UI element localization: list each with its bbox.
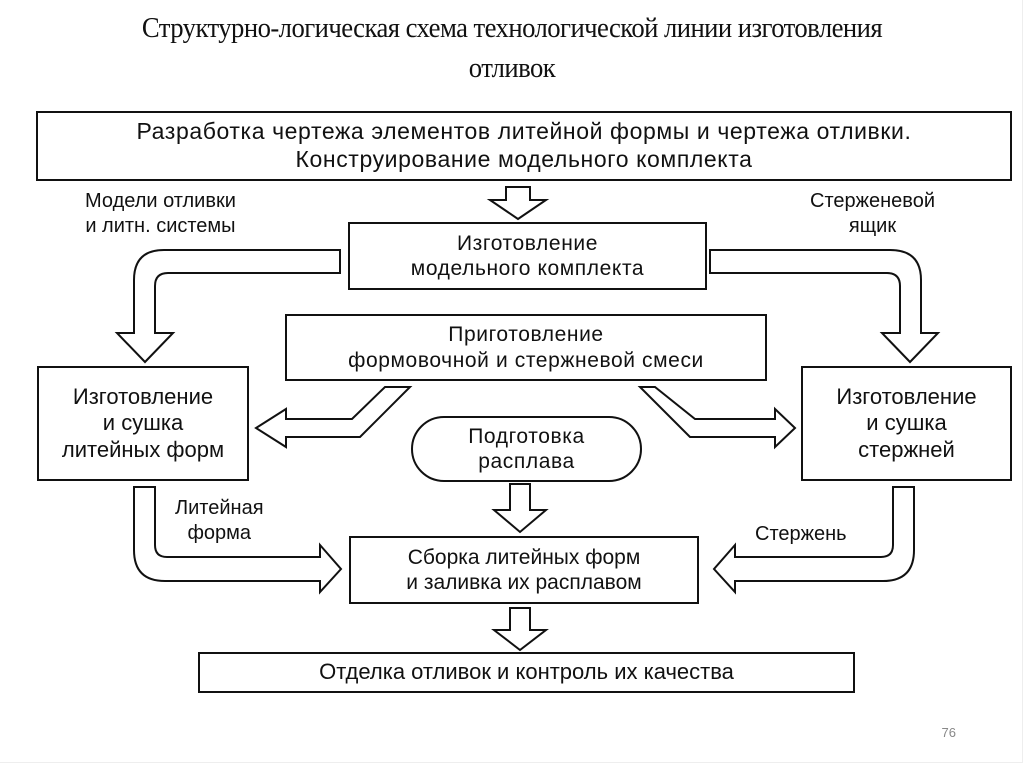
label-core: Стержень <box>755 522 847 547</box>
box-model-kit: Изготовление модельного комплекта <box>348 222 707 290</box>
label-models-line1: Модели отливки <box>85 190 236 212</box>
box-cores-line3: стержней <box>858 436 955 462</box>
arrow-design-to-modelkit <box>486 186 550 221</box>
label-core-line1: Стержень <box>755 523 847 545</box>
box-cores: Изготовление и сушка стержней <box>801 366 1012 481</box>
label-core-box-line2: ящик <box>848 215 897 237</box>
box-molds-line3: литейных форм <box>61 436 225 462</box>
box-molds-line1: Изготовление <box>72 383 214 409</box>
label-mold-line2: форма <box>187 522 252 544</box>
slide-title-line2: отливок <box>468 52 556 84</box>
box-melt: Подготовка расплава <box>411 416 642 482</box>
slide-title-line1: Структурно-логическая схема технологичес… <box>141 12 883 44</box>
label-mold-line1: Литейная <box>175 497 264 519</box>
arrow-cores-to-assembly <box>712 486 915 595</box>
arrow-modelkit-to-molds <box>114 249 341 364</box>
box-assembly-line1: Сборка литейных форм <box>407 545 641 569</box>
box-assembly: Сборка литейных форм и заливка их распла… <box>349 536 699 604</box>
label-models-line2: и литн. системы <box>85 215 236 237</box>
box-mixture-line2: формовочной и стержневой смеси <box>348 348 704 372</box>
box-mixture-line1: Приготовление <box>448 323 604 347</box>
box-melt-line1: Подготовка <box>468 424 585 448</box>
label-core-box-line1: Стерженевой <box>810 190 935 212</box>
box-melt-line2: расплава <box>478 450 575 473</box>
label-core-box: Стерженевой ящик <box>810 189 935 239</box>
box-design: Разработка чертежа элементов литейной фо… <box>36 111 1012 181</box>
arrow-mixture-to-molds <box>254 386 413 449</box>
box-mixture: Приготовление формовочной и стержневой с… <box>285 314 767 381</box>
box-model-kit-line2: модельного комплекта <box>410 257 645 280</box>
arrow-modelkit-to-cores <box>709 249 941 364</box>
page-number: 76 <box>941 725 956 740</box>
arrow-molds-to-assembly <box>133 486 343 595</box>
box-finishing: Отделка отливок и контроль их качества <box>198 652 855 693</box>
box-model-kit-line1: Изготовление <box>456 231 598 255</box>
arrow-assembly-to-finishing <box>491 607 549 652</box>
box-cores-line2: и сушка <box>866 410 947 436</box>
box-molds-line2: и сушка <box>102 410 184 436</box>
arrow-melt-to-assembly <box>491 483 549 534</box>
arrow-mixture-to-cores <box>637 386 797 450</box>
box-molds: Изготовление и сушка литейных форм <box>37 366 249 481</box>
box-assembly-line2: и заливка их расплавом <box>406 571 642 594</box>
label-models: Модели отливки и литн. системы <box>85 189 236 239</box>
box-cores-line1: Изготовление <box>836 383 977 409</box>
box-finishing-line1: Отделка отливок и контроль их качества <box>319 659 734 685</box>
label-mold: Литейная форма <box>175 496 264 546</box>
box-design-line1: Разработка чертежа элементов литейной фо… <box>136 118 912 145</box>
box-design-line2: Конструирование модельного комплекта <box>295 146 753 172</box>
